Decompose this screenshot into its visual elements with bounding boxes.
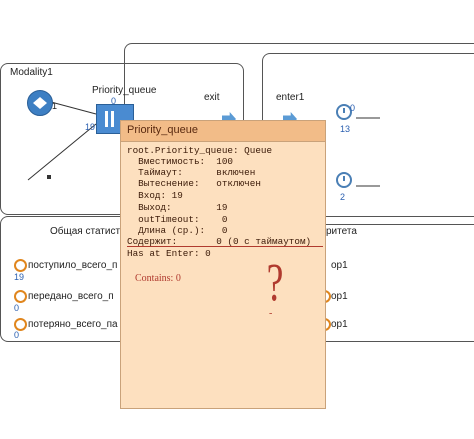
popup-line: outTimeout: 0 <box>127 214 228 225</box>
popup-line: Has at Enter: 0 <box>127 248 211 259</box>
queue-inspect-popup[interactable]: Priority_queue root.Priority_queue: Queu… <box>120 120 326 409</box>
timer-icon[interactable] <box>336 104 352 120</box>
stat-row-label: передано_всего_п <box>28 291 114 302</box>
stat-row-label: поступило_всего_п <box>28 260 118 271</box>
popup-line: Вытеснение: отключен <box>127 178 261 189</box>
stat-row-right: ор1 <box>331 291 348 302</box>
popup-line: Вход: 19 <box>127 190 183 201</box>
popup-divider <box>127 246 323 247</box>
timer-icon[interactable] <box>336 172 352 188</box>
stat-row-right: ор1 <box>331 319 348 330</box>
popup-line: Выход: 19 <box>127 202 228 213</box>
stat-dot-icon[interactable] <box>14 318 27 331</box>
timer1-side-count: 0 <box>350 103 356 113</box>
stats-title-right: ритета <box>326 226 357 237</box>
source-count: 1 <box>52 101 58 111</box>
queue-bar-icon <box>105 111 108 127</box>
waypoint-dot <box>47 175 51 179</box>
stats-title: Общая статисти <box>50 226 126 237</box>
exit-label: exit <box>204 92 220 103</box>
stat-row-value: 0 <box>14 303 20 313</box>
queue-left-count: 19 <box>85 122 96 132</box>
modality-label: Modality1 <box>10 67 53 78</box>
stat-row-value: 19 <box>14 272 25 282</box>
queue-bar-icon <box>111 111 114 127</box>
popup-line: Вместимость: 100 <box>127 156 234 167</box>
empty-contents-question-mark: ? <box>266 252 284 312</box>
stat-row-right: ор1 <box>331 260 348 271</box>
stat-dot-icon[interactable] <box>14 259 27 272</box>
popup-line: root.Priority_queue: Queue <box>127 145 273 156</box>
timer1-count: 13 <box>340 124 351 134</box>
enter-label: enter1 <box>276 92 305 103</box>
popup-header[interactable]: Priority_queue <box>121 121 325 142</box>
queue-top-count: 0 <box>111 96 117 106</box>
priority-queue-label: Priority_queue <box>92 85 157 96</box>
contains-label: Contains: 0 <box>135 273 181 284</box>
source-icon[interactable] <box>27 90 53 116</box>
timer2-count: 2 <box>340 192 346 202</box>
popup-line: Таймаут: включен <box>127 167 256 178</box>
popup-line: Длина (ср.): 0 <box>127 225 228 236</box>
popup-line: Содержит: 0 (0 с таймаутом) <box>127 236 312 247</box>
stat-row-value: 0 <box>14 330 20 340</box>
stat-row-label: потеряно_всего_па <box>28 319 118 330</box>
stat-dot-icon[interactable] <box>14 290 27 303</box>
empty-contents-dash: - <box>269 308 273 319</box>
popup-title: Priority_queue <box>127 124 198 136</box>
